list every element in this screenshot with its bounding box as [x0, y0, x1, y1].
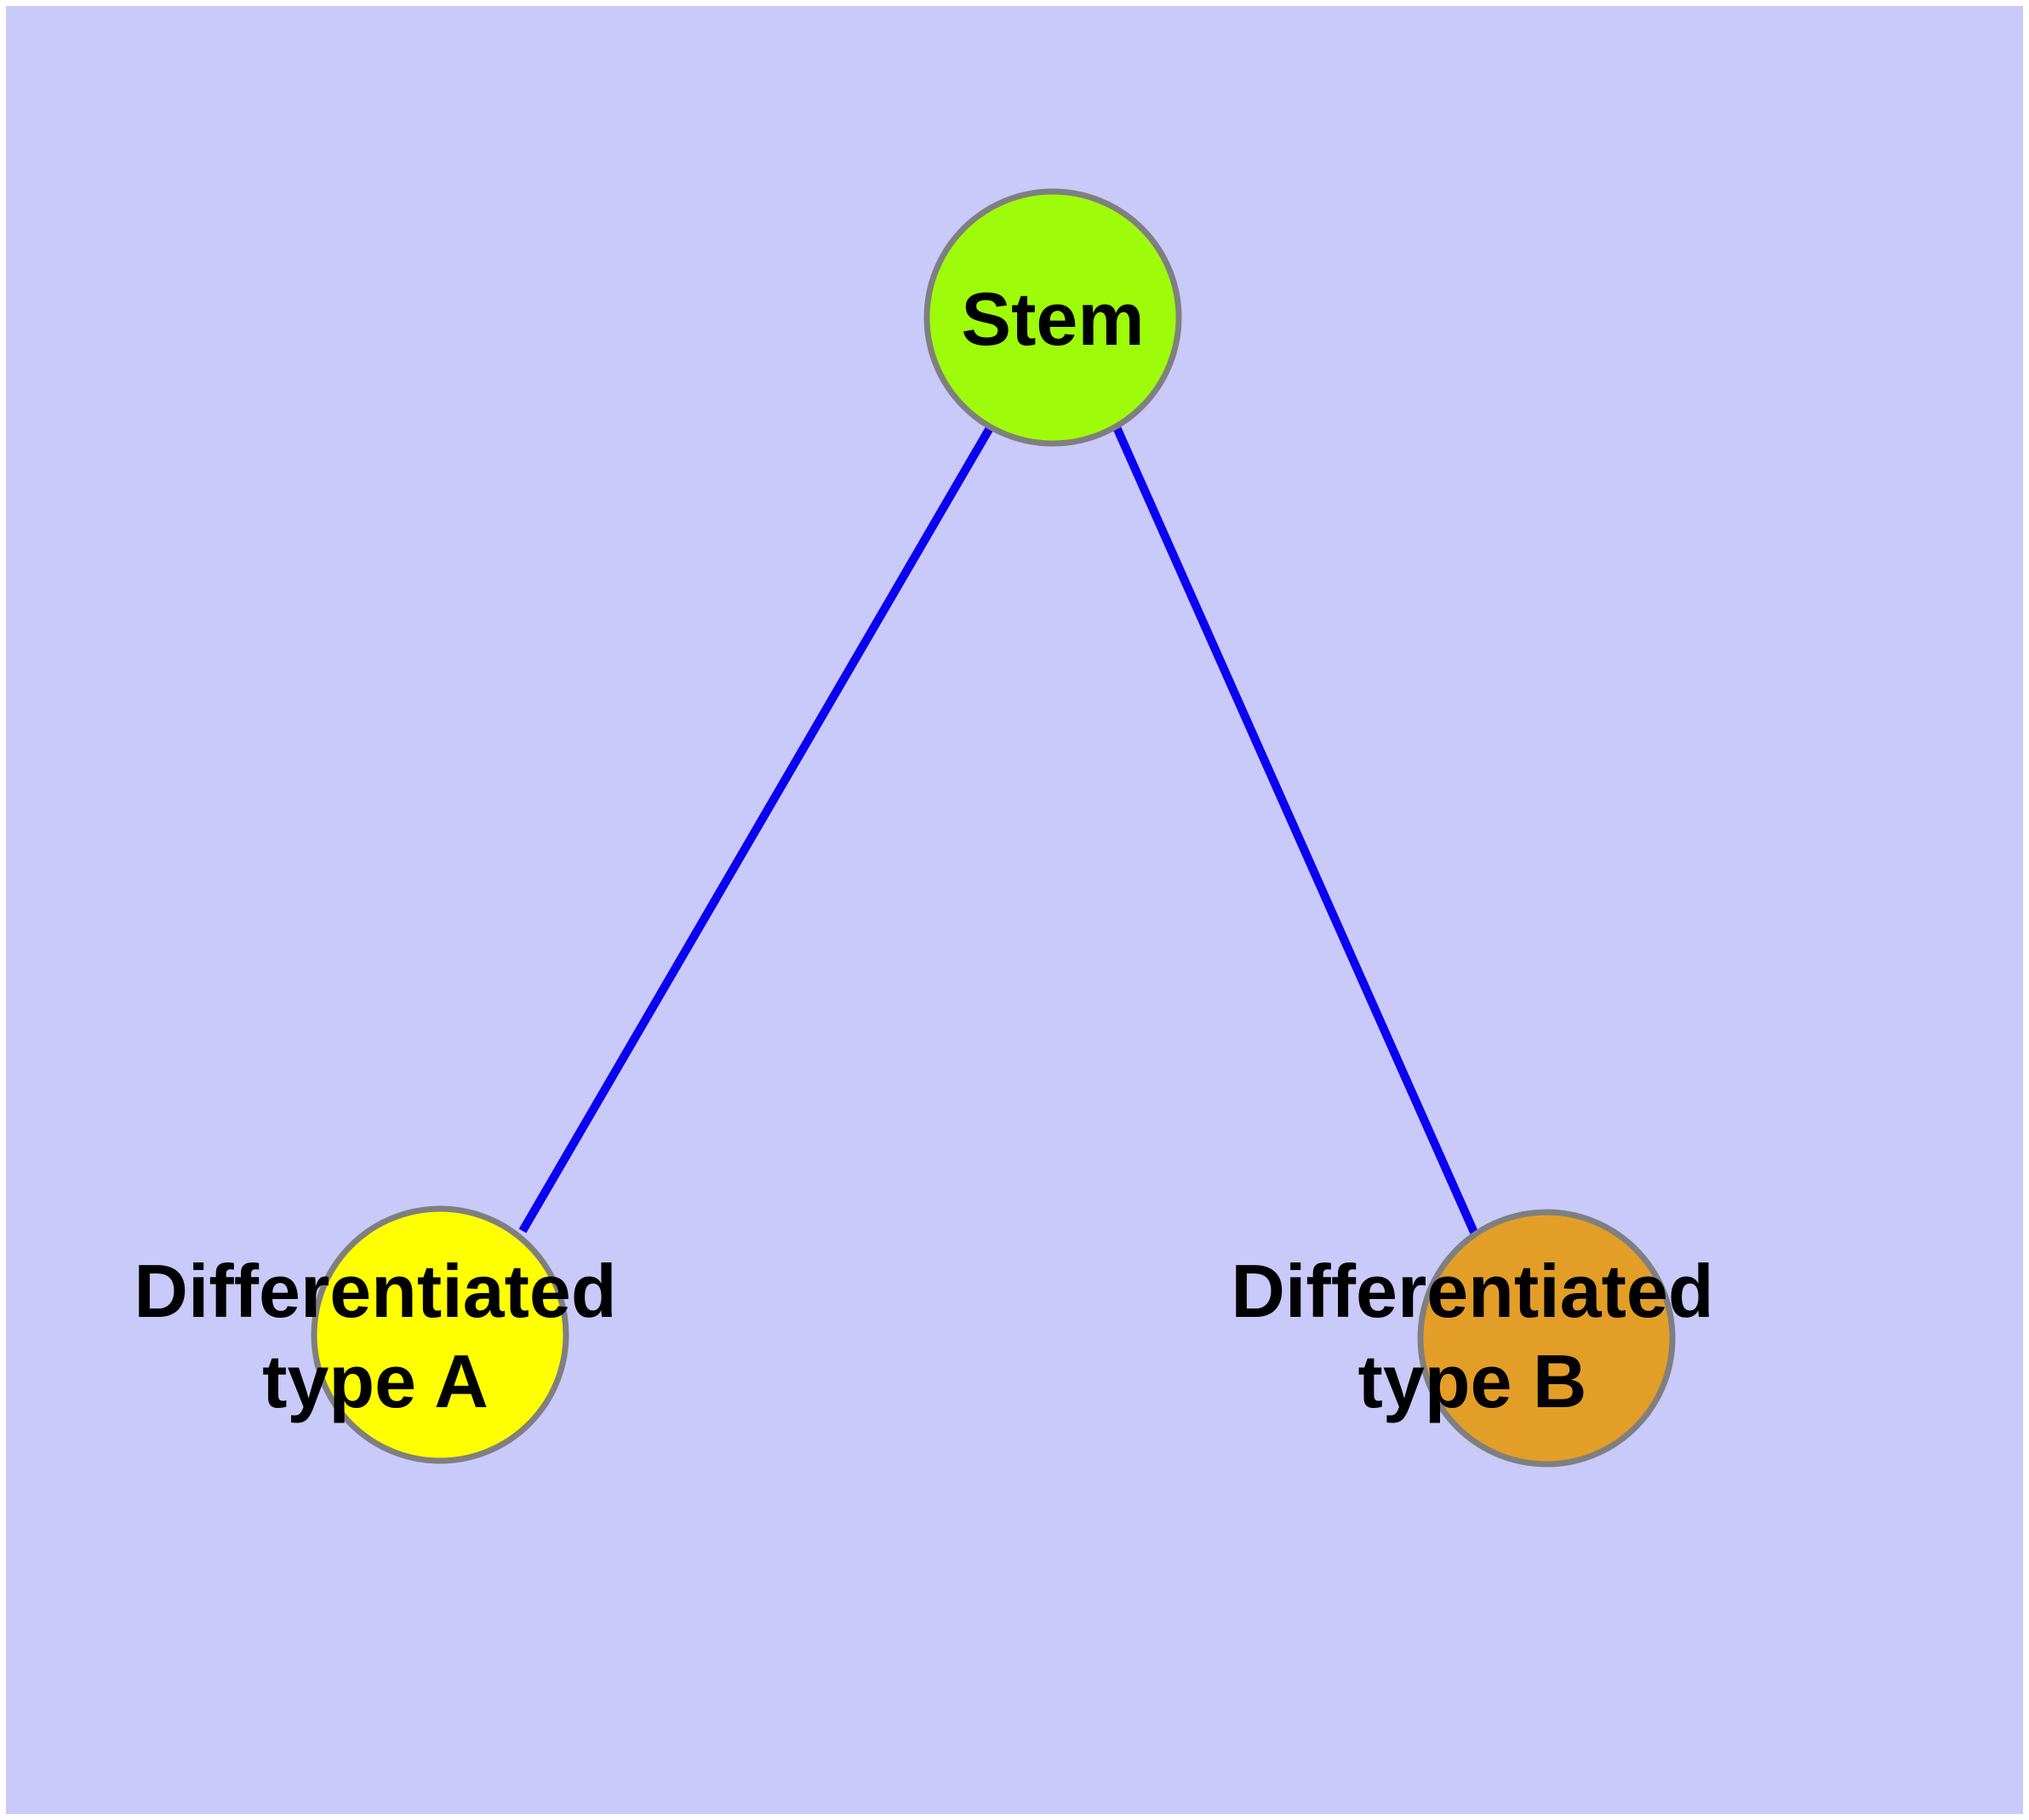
nodes-layer — [311, 188, 1676, 1468]
node-stem-label: Stem — [961, 277, 1144, 361]
node-stem-circle[interactable] — [923, 188, 1182, 447]
edge-stem-to-type-b[interactable] — [1112, 425, 1479, 1237]
edge-stem-to-type-a[interactable] — [518, 424, 995, 1233]
node-differentiated-type-a-label-line1: Differentiated — [134, 1249, 616, 1333]
node-stem[interactable] — [923, 188, 1182, 447]
labels-layer: Stem Differentiated type A Differentiate… — [134, 277, 1713, 1423]
edges-layer — [518, 424, 1479, 1237]
node-differentiated-type-b-label-line1: Differentiated — [1231, 1249, 1713, 1333]
node-differentiated-type-a-circle[interactable] — [311, 1205, 569, 1464]
node-differentiated-type-a[interactable] — [311, 1205, 569, 1464]
node-differentiated-type-b-label-line2: type B — [1358, 1339, 1587, 1423]
node-differentiated-type-a-label-line2: type A — [262, 1339, 489, 1423]
node-differentiated-type-b-circle[interactable] — [1417, 1209, 1676, 1468]
node-differentiated-type-b[interactable] — [1417, 1209, 1676, 1468]
